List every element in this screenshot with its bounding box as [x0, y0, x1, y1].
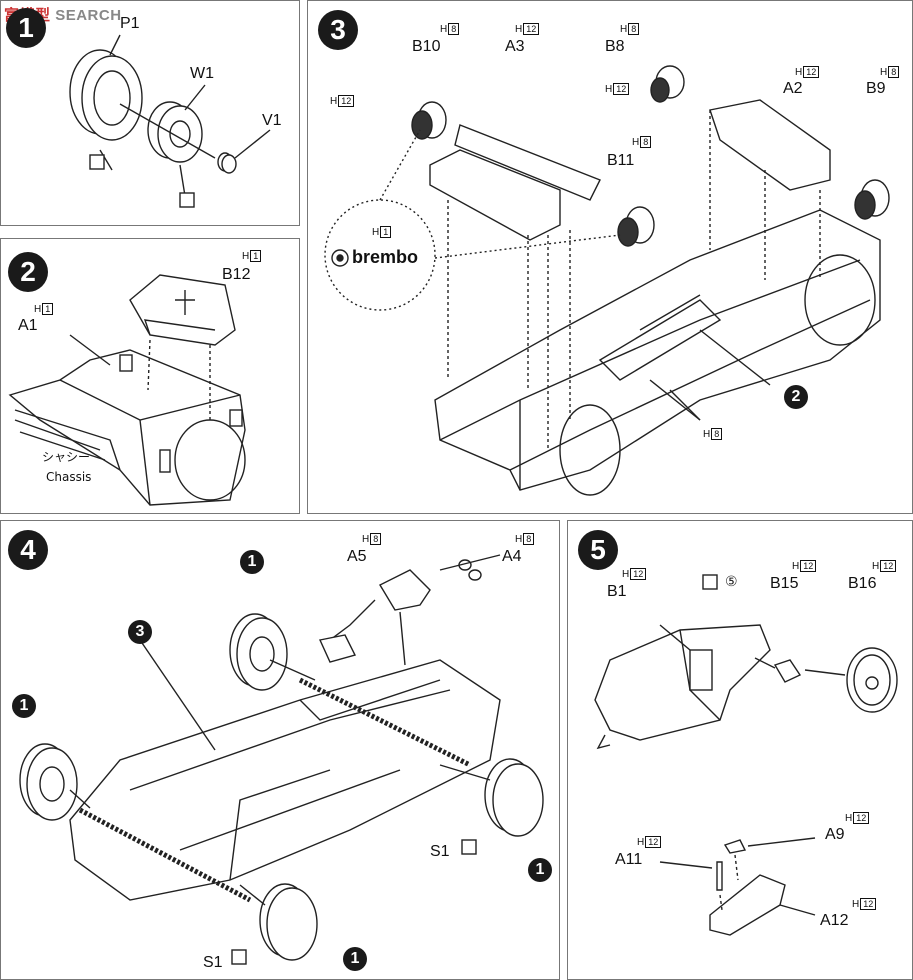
part-label-b9: B9: [866, 80, 886, 97]
part-label-b1: B1: [607, 583, 627, 600]
wheel-rear-right: [484, 758, 544, 837]
part-label-a11: A11: [615, 851, 643, 868]
tire-part-p1: [69, 49, 143, 141]
part-label-b8: B8: [605, 38, 625, 55]
brake-disc-b10: [411, 101, 447, 140]
ref-step-2: 2: [784, 385, 808, 409]
part-label-a4: A4: [502, 548, 522, 565]
ref-step-1-c: 1: [528, 858, 552, 882]
step-number-4: 4: [8, 530, 48, 570]
part-label-a3: A3: [505, 38, 525, 55]
wheel-part-w1: [147, 101, 203, 163]
steering-wheel-b16: [846, 647, 898, 713]
main-chassis: [434, 209, 881, 496]
part-label-a9: A9: [825, 826, 845, 843]
brake-disc-b11: [617, 206, 655, 247]
chassis-section: [8, 349, 246, 506]
rear-suspension-a2: [709, 99, 831, 280]
chassis-label-jp: シャシー: [42, 450, 91, 464]
part-label-a5: A5: [347, 548, 367, 565]
ref-step-1-d: 1: [343, 947, 367, 971]
cover-part-b12: [129, 274, 236, 346]
chassis-label-en: Chassis: [46, 470, 92, 484]
part-label-v1: V1: [262, 112, 282, 129]
part-label-b10: B10: [412, 38, 441, 55]
ref-step-3: 3: [128, 620, 152, 644]
step-number-5: 5: [578, 530, 618, 570]
ref-step-1-b: 1: [12, 694, 36, 718]
step-number-3: 3: [318, 10, 358, 50]
wheel-front-right: [259, 883, 318, 961]
assembled-chassis: [69, 659, 501, 901]
part-label-a12: A12: [820, 912, 849, 929]
part-label-b12: B12: [222, 266, 251, 283]
part-label-s1-right: S1: [430, 843, 450, 860]
wheel-rear-left: [229, 613, 288, 691]
lever-a9: [723, 839, 747, 854]
part-label-s1-bottom: S1: [203, 954, 223, 971]
step-number-2: 2: [8, 252, 48, 292]
front-suspension-a3: [429, 124, 601, 241]
part-label-b11: B11: [607, 152, 635, 169]
steering-column-b15: [773, 659, 802, 683]
part-label-p1: P1: [120, 15, 140, 32]
brake-disc-b8: [650, 65, 685, 103]
panel-step-2: [0, 238, 300, 514]
muffler-a5: [329, 569, 431, 641]
panel-step-1: [0, 0, 300, 226]
part-label-a1: A1: [18, 317, 38, 334]
part-label-b15: B15: [770, 575, 799, 592]
brake-disc-b9: [854, 179, 890, 220]
star-reference: ⑤: [725, 574, 738, 590]
dashboard-b1: [594, 624, 771, 750]
part-label-b16: B16: [848, 575, 877, 592]
wheel-front-left: [19, 743, 78, 821]
part-label-a2: A2: [783, 80, 803, 97]
ref-step-1-a: 1: [240, 550, 264, 574]
lever-a11: [716, 861, 723, 891]
part-label-w1: W1: [190, 65, 214, 82]
cap-part-v1: [217, 152, 237, 174]
brembo-logo-text: brembo: [352, 247, 419, 267]
step-number-1: 1: [6, 8, 46, 48]
